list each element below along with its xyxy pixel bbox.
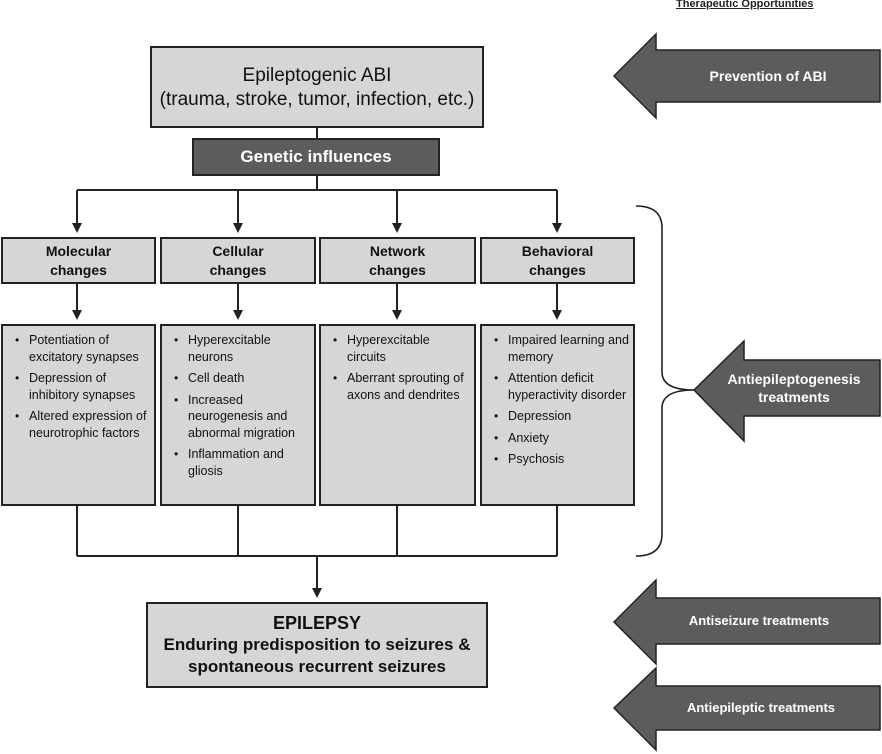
list-item: Inflammation and gliosis bbox=[166, 446, 310, 479]
list-item: Psychosis bbox=[486, 451, 629, 468]
epileptogenic-abi-box: Epileptogenic ABI (trauma, stroke, tumor… bbox=[150, 46, 484, 128]
category-subtitle: changes bbox=[50, 261, 107, 278]
list-item: Impaired learning and memory bbox=[486, 332, 629, 365]
category-title: Cellular bbox=[212, 242, 264, 259]
category-molecular: Molecular changes bbox=[1, 237, 156, 284]
prevention-of-abi-label: Prevention of ABI bbox=[709, 68, 827, 84]
molecular-details: Potentiation of excitatory synapses Depr… bbox=[1, 324, 156, 506]
category-subtitle: changes bbox=[369, 261, 426, 278]
epilepsy-box: EPILEPSY Enduring predisposition to seiz… bbox=[146, 602, 488, 688]
list-item: Aberrant sprouting of axons and dendrite… bbox=[325, 370, 470, 403]
antiepileptogenesis-label: Antiepileptogenesis treatments bbox=[727, 371, 861, 405]
antiepileptogenesis-arrow bbox=[692, 339, 881, 443]
network-details: Hyperexcitable circuits Aberrant sprouti… bbox=[319, 324, 476, 506]
category-behavioral: Behavioral changes bbox=[480, 237, 635, 284]
genetic-influences-box: Genetic influences bbox=[192, 138, 440, 176]
list-item: Altered expression of neurotrophic facto… bbox=[7, 408, 150, 441]
list-item: Depression bbox=[486, 408, 629, 425]
epileptogenic-abi-causes: (trauma, stroke, tumor, infection, etc.) bbox=[159, 89, 475, 110]
list-item: Anxiety bbox=[486, 430, 629, 447]
behavioral-details: Impaired learning and memory Attention d… bbox=[480, 324, 635, 506]
epilepsy-title: EPILEPSY bbox=[272, 613, 362, 633]
list-item: Attention deficit hyperactivity disorder bbox=[486, 370, 629, 403]
category-subtitle: changes bbox=[529, 261, 586, 278]
category-cellular: Cellular changes bbox=[160, 237, 316, 284]
genetic-influences-label: Genetic influences bbox=[240, 147, 392, 166]
therapeutic-opportunities-heading: Therapeutic Opportunities bbox=[676, 0, 814, 10]
category-network: Network changes bbox=[319, 237, 476, 284]
list-item: Potentiation of excitatory synapses bbox=[7, 332, 150, 365]
antiepileptic-label: Antiepileptic treatments bbox=[686, 700, 836, 715]
epilepsy-definition-line1: Enduring predisposition to seizures & bbox=[163, 635, 471, 654]
list-item: Hyperexcitable neurons bbox=[166, 332, 310, 365]
antiseizure-arrow bbox=[612, 578, 881, 666]
list-item: Hyperexcitable circuits bbox=[325, 332, 470, 365]
list-item: Increased neurogenesis and abnormal migr… bbox=[166, 392, 310, 442]
cellular-details: Hyperexcitable neurons Cell death Increa… bbox=[160, 324, 316, 506]
prevention-arrow bbox=[612, 32, 881, 120]
category-title: Molecular bbox=[45, 242, 112, 259]
epileptogenic-abi-title: Epileptogenic ABI bbox=[242, 65, 392, 86]
list-item: Cell death bbox=[166, 370, 310, 387]
epilepsy-definition-line2: spontaneous recurrent seizures bbox=[188, 657, 446, 676]
category-title: Network bbox=[369, 242, 426, 259]
antiseizure-label: Antiseizure treatments bbox=[688, 613, 830, 628]
list-item: Depression of inhibitory synapses bbox=[7, 370, 150, 403]
category-subtitle: changes bbox=[209, 261, 267, 278]
category-title: Behavioral bbox=[521, 242, 594, 259]
antiepileptic-arrow bbox=[612, 666, 881, 752]
